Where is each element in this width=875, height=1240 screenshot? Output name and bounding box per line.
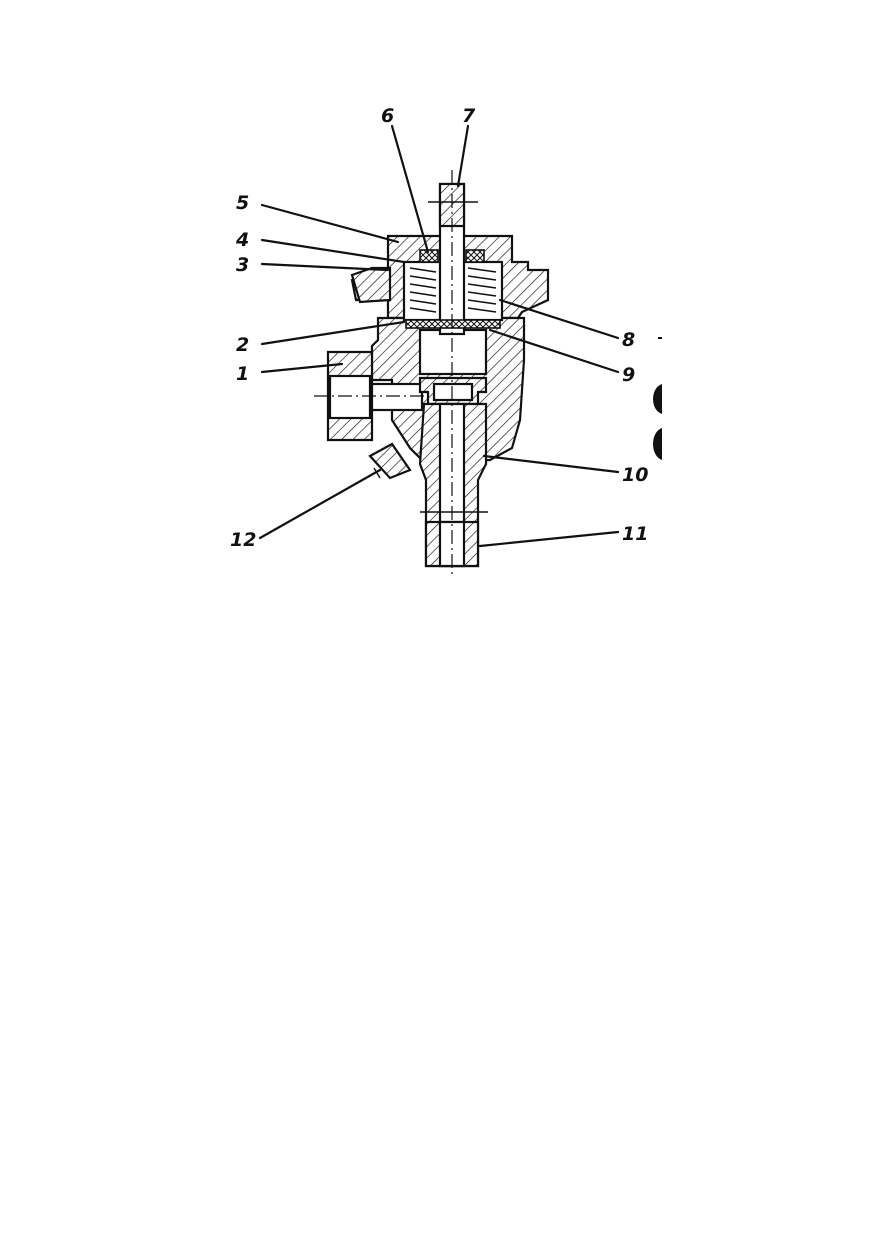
- callout-6: 6: [381, 105, 394, 127]
- leader-8: [498, 298, 620, 340]
- drain-plug: [368, 442, 412, 480]
- leader-3: [260, 262, 390, 272]
- inner-chamber: [418, 328, 488, 376]
- callout-12: 12: [230, 529, 256, 551]
- callout-1: 1: [236, 363, 249, 385]
- leader-12: [258, 468, 382, 540]
- scan-edge-artifact: [653, 337, 662, 460]
- callout-3: 3: [236, 254, 249, 276]
- leader-4: [260, 238, 406, 264]
- spring-plate: [405, 319, 501, 329]
- callout-9: 9: [622, 364, 635, 386]
- callout-2: 2: [236, 334, 249, 356]
- leader-1: [260, 362, 344, 374]
- side-port-bore: [328, 374, 372, 420]
- coil-spring: [409, 267, 497, 313]
- callout-10: 10: [622, 464, 648, 486]
- side-port-channel: [370, 382, 424, 412]
- callout-5: 5: [236, 192, 249, 214]
- leader-7: [456, 124, 470, 188]
- valve-body: [314, 170, 550, 578]
- leader-10: [482, 454, 620, 474]
- callout-4: 4: [235, 229, 249, 251]
- packing-ring: [419, 249, 439, 263]
- callout-11: 11: [622, 523, 648, 545]
- callout-7: 7: [462, 105, 476, 127]
- leader-6: [390, 124, 430, 254]
- callout-labels: 1 2 3 4 5 6 7 8 9 10 11 12: [230, 105, 648, 551]
- packing-ring-right: [465, 249, 485, 263]
- left-flange: [350, 266, 392, 304]
- leader-2: [260, 320, 406, 346]
- leader-5: [260, 203, 400, 244]
- leader-9: [488, 328, 620, 374]
- leader-lines: [258, 124, 620, 548]
- callout-8: 8: [622, 329, 635, 351]
- leader-11: [478, 530, 620, 548]
